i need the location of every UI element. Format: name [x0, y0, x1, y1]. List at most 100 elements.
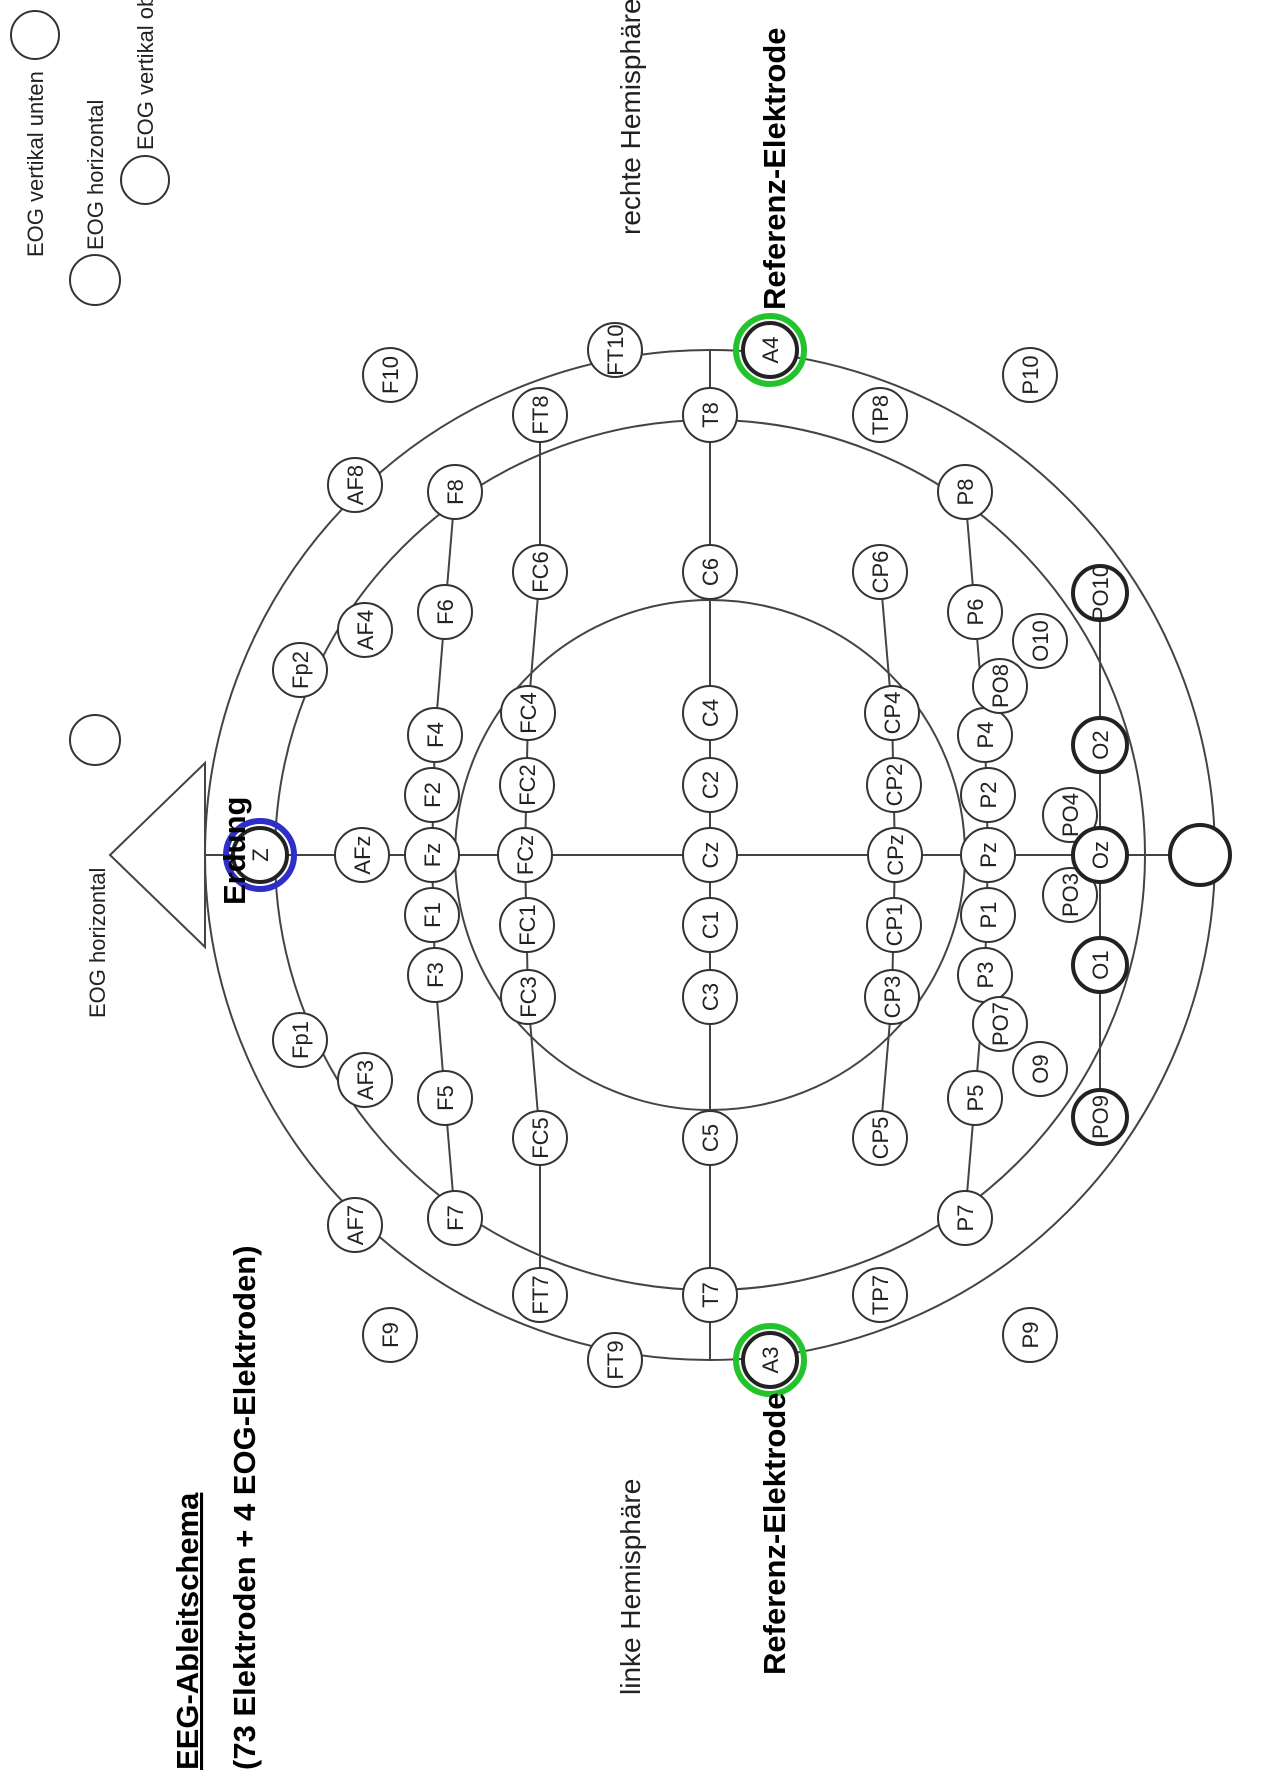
electrode-circle [337, 602, 393, 658]
eog-horizontal-left-electrode [69, 714, 121, 766]
electrode-label: P1 [976, 902, 1001, 929]
electrode-p10: P10 [1002, 347, 1058, 403]
electrode-circle [337, 1052, 393, 1108]
electrode-circle [500, 969, 556, 1025]
electrode-circle [852, 1110, 908, 1166]
electrode-label: P4 [973, 722, 998, 749]
electrode-label: CP3 [880, 976, 905, 1019]
electrode-circle [500, 685, 556, 741]
electrode-po10: PO10 [1071, 564, 1129, 622]
electrode-circle [587, 322, 643, 378]
electrode-label: F1 [420, 902, 445, 928]
electrode-f1: F1 [404, 887, 460, 943]
electrode-fc4: FC4 [500, 685, 556, 741]
electrode-circle [587, 1332, 643, 1388]
electrode-circle [682, 1267, 738, 1323]
electrode-f3: F3 [407, 947, 463, 1003]
electrode-circle [512, 544, 568, 600]
electrode-label: F7 [443, 1205, 468, 1231]
electrode-label: P7 [953, 1205, 978, 1232]
electrode-label: A4 [758, 337, 783, 364]
diagram-title: EEG-Ableitschema [170, 1492, 205, 1770]
electrode-fc5: FC5 [512, 1110, 568, 1166]
electrode-circle [947, 1070, 1003, 1126]
reference-right-label: Referenz-Elektrode [757, 27, 792, 310]
electrode-f2: F2 [404, 767, 460, 823]
electrode-label: AF4 [353, 610, 378, 650]
eog-horizontal-left-label: EOG horizontal [85, 868, 110, 1018]
electrode-c4: C4 [682, 685, 738, 741]
electrode-po3: PO3 [1042, 867, 1098, 923]
eog-vertical-lower-electrode [10, 10, 60, 60]
electrode-label: PO7 [988, 1002, 1013, 1046]
reference-left-highlight-ring [733, 1323, 807, 1397]
electrode-circle [334, 827, 390, 883]
electrode-cz: Cz [682, 827, 738, 883]
electrode-label: P10 [1018, 355, 1043, 394]
electrode-circle [937, 464, 993, 520]
electrode-po7: PO7 [972, 996, 1028, 1052]
electrode-label: P8 [953, 479, 978, 506]
electrode-label: O2 [1088, 730, 1113, 759]
electrode-a3: A3 [741, 1331, 799, 1389]
eog-horizontal-right-electrode [69, 254, 121, 306]
electrode-circle [960, 887, 1016, 943]
electrode-label: F10 [378, 356, 403, 394]
electrode-p1: P1 [960, 887, 1016, 943]
electrode-circle [682, 1110, 738, 1166]
electrode-circle [407, 947, 463, 1003]
electrode-f4: F4 [407, 707, 463, 763]
electrode-circle [741, 321, 799, 379]
electrode-o10: O10 [1012, 613, 1068, 669]
electrode-label: Z [248, 848, 273, 861]
electrode-fz: Fz [404, 827, 460, 883]
electrode-circle [499, 897, 555, 953]
electrode-circle [231, 826, 289, 884]
electrode-circle [852, 1267, 908, 1323]
electrode-label: F9 [378, 1322, 403, 1348]
eog-vertical-lower-label: EOG vertikal unten [23, 71, 48, 257]
electrode-tp7: TP7 [852, 1267, 908, 1323]
rotated-diagram-group: Fp1ZFp2AF7AF3AFzAF4AF8F9F7F5F3F1FzF2F4F6… [10, 0, 1232, 1770]
electrode-fc2: FC2 [499, 757, 555, 813]
electrode-label: F4 [423, 722, 448, 748]
electrode-label: P9 [1018, 1322, 1043, 1349]
electrode-label: Fz [420, 843, 445, 867]
electrode-cpz: CPz [867, 827, 923, 883]
nose-triangle [108, 760, 206, 950]
electrode-circle [1071, 1088, 1129, 1146]
electrode-label: C4 [698, 699, 723, 727]
electrode-o2: O2 [1071, 716, 1129, 774]
electrode-circle [1012, 1041, 1068, 1097]
electrode-circle [512, 1110, 568, 1166]
electrode-label: C2 [698, 771, 723, 799]
electrode-circle [417, 584, 473, 640]
electrode-label: CP5 [868, 1117, 893, 1160]
electrode-label: PO3 [1058, 873, 1083, 917]
electrode-circle [947, 584, 1003, 640]
electrode-af3: AF3 [337, 1052, 393, 1108]
electrode-af4: AF4 [337, 602, 393, 658]
electrode-label: T8 [698, 402, 723, 428]
electrode-label: PO8 [988, 664, 1013, 708]
electrode-label: P6 [963, 599, 988, 626]
electrode-f9: F9 [362, 1307, 418, 1363]
electrode-label: F3 [423, 962, 448, 988]
electrode-label: P5 [963, 1085, 988, 1112]
electrode-label: FC4 [516, 692, 541, 734]
electrode-circle [682, 757, 738, 813]
electrode-label: PO4 [1058, 793, 1083, 837]
electrode-circle [362, 347, 418, 403]
electrode-cp3: CP3 [864, 969, 920, 1025]
electrode-tp8: TP8 [852, 387, 908, 443]
electrode-cp2: CP2 [866, 757, 922, 813]
electrode-circle [852, 387, 908, 443]
electrode-circle [404, 887, 460, 943]
electrode-circle [864, 685, 920, 741]
electrode-circle [499, 757, 555, 813]
electrode-circle [272, 642, 328, 698]
electrode-label: Fp2 [288, 651, 313, 689]
electrode-cp4: CP4 [864, 685, 920, 741]
electrode-circle [741, 1331, 799, 1389]
